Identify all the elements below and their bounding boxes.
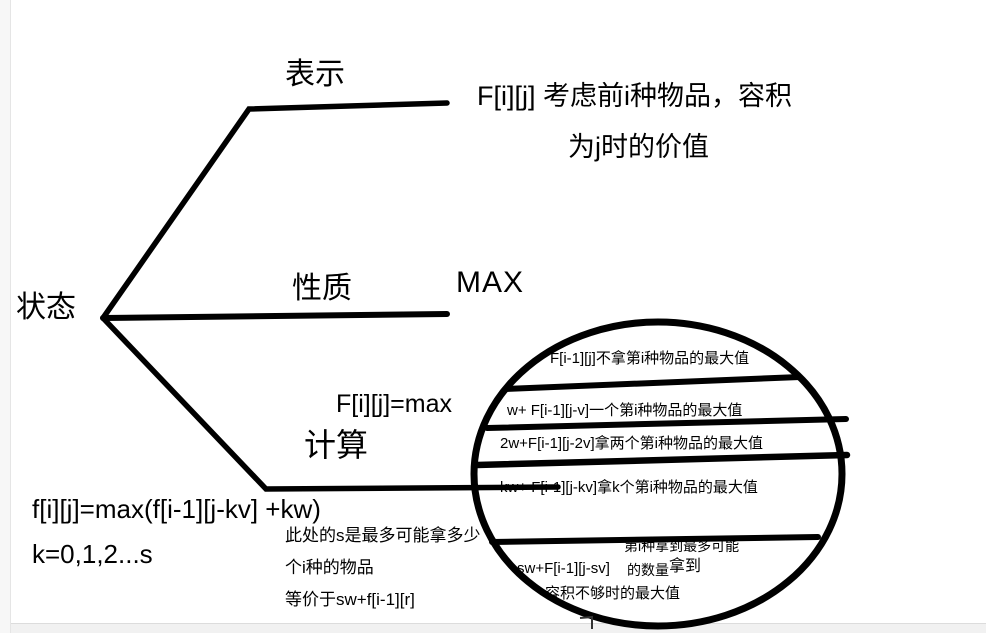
- circle-case-1: F[i-1][j]不拿第i种物品的最大值: [550, 350, 750, 367]
- branch-represent-label: 表示: [285, 58, 345, 91]
- circle-case-2: w+ F[i-1][j-v]一个第i种物品的最大值: [507, 402, 743, 419]
- compute-formula: F[i][j]=max: [336, 390, 452, 418]
- branch-line-represent: [100, 100, 450, 321]
- represent-desc-line2: 为j时的价值: [568, 132, 709, 162]
- circle-case5-note1: 第i种拿到最多可能: [624, 538, 740, 554]
- branch-compute-label: 计算: [304, 427, 369, 463]
- circle-case-3: 2w+F[i-1][j-2v]拿两个第i种物品的最大值: [500, 435, 763, 452]
- case-divider-3: [473, 451, 851, 469]
- s-note-line1: 此处的s是最多可能拿多少: [285, 526, 481, 545]
- case-divider-2: [484, 416, 849, 431]
- branch-line-compute: [100, 315, 561, 492]
- left-gutter: [0, 0, 11, 633]
- s-note-line2: 个i种的物品: [285, 558, 374, 577]
- circle-case5-formula: sw+F[i-1][j-sv]: [517, 560, 610, 577]
- knapsack-formula: f[i][j]=max(f[i-1][j-kv] +kw): [32, 494, 321, 524]
- circle-case5-note2-raised: 拿到: [669, 558, 702, 575]
- branch-property-label: 性质: [292, 272, 352, 305]
- k-range: k=0,1,2...s: [32, 539, 153, 569]
- s-note-line3: 等价于sw+f[i-1][r]: [285, 590, 415, 609]
- circle-case5-note2-normal: 的数量: [627, 562, 669, 578]
- bottom-edge-strip: [11, 623, 986, 633]
- cases-circle: [470, 318, 846, 630]
- branch-line-property: [100, 311, 450, 321]
- root-label: 状态: [16, 291, 76, 324]
- circle-case5-note2: 的数量拿到: [627, 558, 701, 580]
- case-divider-1: [502, 374, 803, 392]
- circle-case5-note3: 容积不够时的最大值: [545, 585, 681, 602]
- circle-case-4: kw+ F[i-1][j-kv]拿k个第i种物品的最大值: [500, 479, 758, 496]
- represent-desc-line1: F[i][j] 考虑前i种物品，容积: [477, 81, 792, 111]
- property-value: MAX: [456, 266, 525, 299]
